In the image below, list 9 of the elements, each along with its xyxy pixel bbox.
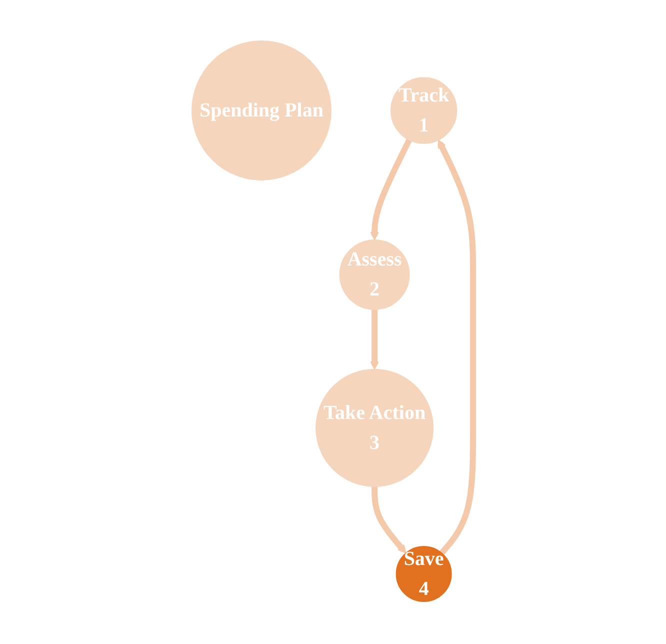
arrow (370, 308, 380, 370)
node-circle: Track 1 (390, 76, 458, 144)
node-circle: Assess 2 (340, 238, 410, 310)
arrow (372, 486, 407, 553)
node-circle: Save 4 (396, 545, 452, 602)
arrow (370, 138, 412, 240)
node-circle: Take Action 3 (316, 368, 434, 486)
node-circle: Spending Plan (192, 40, 332, 180)
arrow (438, 139, 477, 555)
